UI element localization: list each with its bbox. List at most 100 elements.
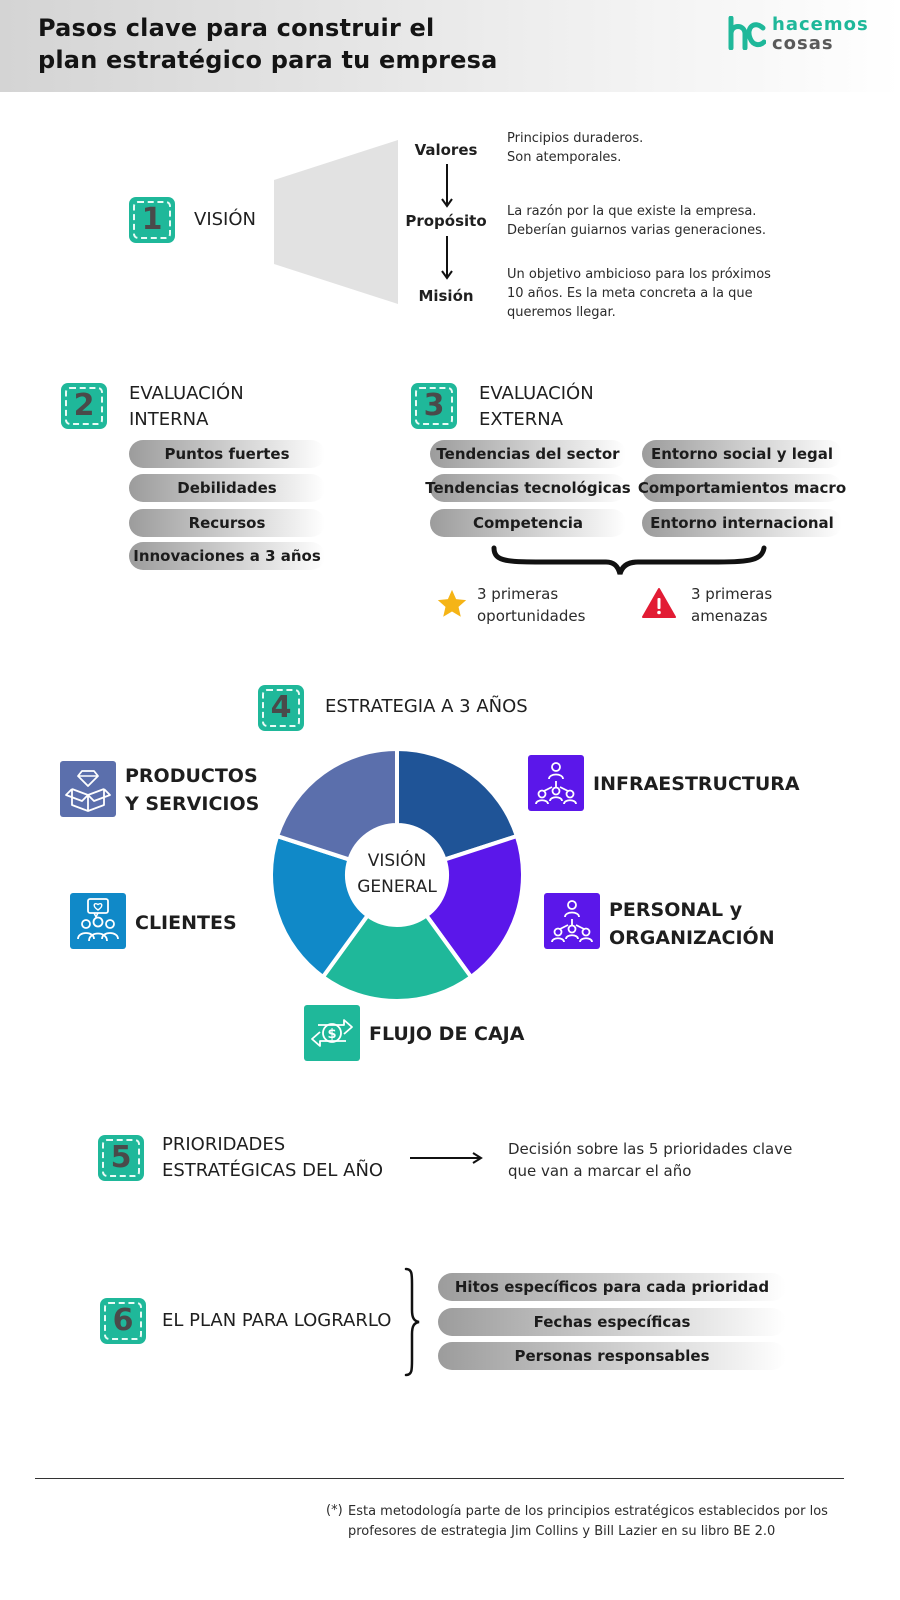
cash-flow-tile: $ [304, 1005, 360, 1061]
step-1-badge: 1 [129, 197, 175, 243]
plan-pill-milestones: Hitos específicos para cada prioridad [438, 1273, 786, 1301]
footnote-text: Esta metodología parte de los principios… [348, 1502, 828, 1542]
network-people-icon [535, 762, 577, 805]
step-5-number: 5 [110, 1140, 132, 1175]
internal-pill-resources: Recursos [129, 509, 325, 537]
purpose-description: La razón por la que existe la empresa. D… [507, 202, 766, 240]
step-5-description: Decisión sobre las 5 prioridades clave q… [508, 1138, 792, 1182]
arrow-right-icon [410, 1152, 483, 1164]
footnote-line-1: Esta metodología parte de los principios… [348, 1504, 828, 1519]
personnel-label: PERSONAL y ORGANIZACIÓN [609, 896, 775, 952]
donut-center-label: VISIÓN GENERAL [346, 848, 448, 900]
arrow-down-icon [441, 164, 453, 208]
step-3-label-line-1: EVALUACIÓN [479, 383, 594, 404]
opportunities-line-2: oportunidades [477, 607, 586, 625]
step-3-label: EVALUACIÓN EXTERNA [479, 381, 594, 433]
vision-item-mission: Misión [418, 287, 474, 305]
step-5-desc-line-1: Decisión sobre las 5 prioridades clave [508, 1140, 793, 1158]
vision-item-values: Valores [414, 141, 478, 159]
donut-segment-personnel [423, 833, 525, 980]
curly-brace-vertical [404, 1267, 420, 1377]
page-title-line-1: Pasos clave para construir el [38, 14, 435, 42]
internal-pill-innovations: Innovaciones a 3 años [129, 542, 325, 570]
step-5-label-line-1: PRIORIDADES [162, 1134, 286, 1155]
step-1-number: 1 [141, 202, 163, 237]
step-6-label: EL PLAN PARA LOGRARLO [162, 1310, 392, 1331]
threats-line-1: 3 primeras [691, 585, 773, 603]
clients-tile [70, 893, 126, 949]
mission-desc-line-3: queremos llegar. [507, 305, 616, 320]
vision-funnel-shape [274, 140, 398, 304]
products-label: PRODUCTOS Y SERVICIOS [125, 762, 259, 818]
step-3-badge: 3 [411, 383, 457, 429]
step-2-label-line-2: INTERNA [129, 409, 209, 430]
step-2-number: 2 [73, 388, 95, 423]
logo-word-cosas: cosas [772, 33, 834, 54]
step-2-label: EVALUACIÓN INTERNA [129, 381, 244, 433]
svg-text:$: $ [327, 1027, 336, 1042]
threats-text: 3 primeras amenazas [691, 583, 772, 627]
personnel-line-1: PERSONAL y [609, 899, 743, 921]
step-4-badge: 4 [258, 685, 304, 731]
infrastructure-label: INFRAESTRUCTURA [593, 773, 800, 795]
purpose-desc-line-2: Deberían guiarnos varias generaciones. [507, 223, 766, 238]
donut-segment-clients [269, 833, 371, 980]
internal-pill-strengths: Puntos fuertes [129, 440, 325, 468]
donut-segment-products [274, 746, 399, 863]
mission-description: Un objetivo ambicioso para los próximos … [507, 265, 771, 322]
infrastructure-tile [528, 755, 584, 811]
threats-line-2: amenazas [691, 607, 768, 625]
step-5-desc-line-2: que van a marcar el año [508, 1162, 692, 1180]
customers-heart-icon [77, 898, 119, 942]
step-2-badge: 2 [61, 383, 107, 429]
warning-icon [642, 588, 676, 618]
hc-logo-mark-icon [728, 16, 766, 50]
values-desc-line-2: Son atemporales. [507, 150, 622, 165]
curly-brace-horizontal [491, 545, 767, 575]
footnote-line-2: profesores de estrategia Jim Collins y B… [348, 1524, 776, 1539]
plan-pill-responsibles: Personas responsables [438, 1342, 786, 1370]
star-icon [437, 589, 467, 617]
logo-word-hacemos: hacemos [772, 14, 869, 35]
products-tile [60, 761, 116, 817]
plan-pill-dates: Fechas específicas [438, 1308, 786, 1336]
internal-pill-weaknesses: Debilidades [129, 474, 325, 502]
step-6-number: 6 [112, 1303, 134, 1338]
step-5-label: PRIORIDADES ESTRATÉGICAS DEL AÑO [162, 1132, 383, 1184]
arrow-down-icon [441, 236, 453, 280]
personnel-tile [544, 893, 600, 949]
page-header: Pasos clave para construir el plan estra… [0, 0, 900, 92]
page-title-line-2: plan estratégico para tu empresa [38, 46, 498, 74]
money-exchange-icon: $ [311, 1019, 353, 1047]
vision-item-purpose: Propósito [405, 212, 487, 230]
personnel-line-2: ORGANIZACIÓN [609, 927, 775, 949]
products-line-2: Y SERVICIOS [125, 793, 260, 815]
purpose-desc-line-1: La razón por la que existe la empresa. [507, 204, 757, 219]
values-description: Principios duraderos. Son atemporales. [507, 129, 643, 167]
footer-divider [35, 1478, 844, 1479]
external-pill-macro: Comportamientos macro [638, 474, 846, 502]
external-pill-tech-trends: Tendencias tecnológicas [425, 474, 631, 502]
mission-desc-line-2: 10 años. Es la meta concreta a la que [507, 286, 753, 301]
step-6-badge: 6 [100, 1298, 146, 1344]
step-4-label: ESTRATEGIA A 3 AÑOS [325, 696, 528, 717]
strategy-donut [269, 746, 525, 1003]
external-pill-sector-trends: Tendencias del sector [430, 440, 626, 468]
donut-center-line-2: GENERAL [357, 877, 437, 897]
cash-flow-label: FLUJO DE CAJA [369, 1023, 525, 1045]
opportunities-text: 3 primeras oportunidades [477, 583, 585, 627]
step-5-badge: 5 [98, 1135, 144, 1181]
opportunities-line-1: 3 primeras [477, 585, 559, 603]
footnote-marker: (*) [326, 1503, 343, 1518]
external-pill-competition: Competencia [430, 509, 626, 537]
products-line-1: PRODUCTOS [125, 765, 258, 787]
step-3-label-line-2: EXTERNA [479, 409, 564, 430]
diamond-box-icon [65, 770, 111, 812]
values-desc-line-1: Principios duraderos. [507, 131, 644, 146]
step-2-label-line-1: EVALUACIÓN [129, 383, 244, 404]
step-4-number: 4 [270, 690, 292, 725]
step-3-number: 3 [423, 388, 445, 423]
step-1-label: VISIÓN [194, 209, 256, 230]
external-pill-international: Entorno internacional [642, 509, 842, 537]
external-pill-social-legal: Entorno social y legal [642, 440, 842, 468]
